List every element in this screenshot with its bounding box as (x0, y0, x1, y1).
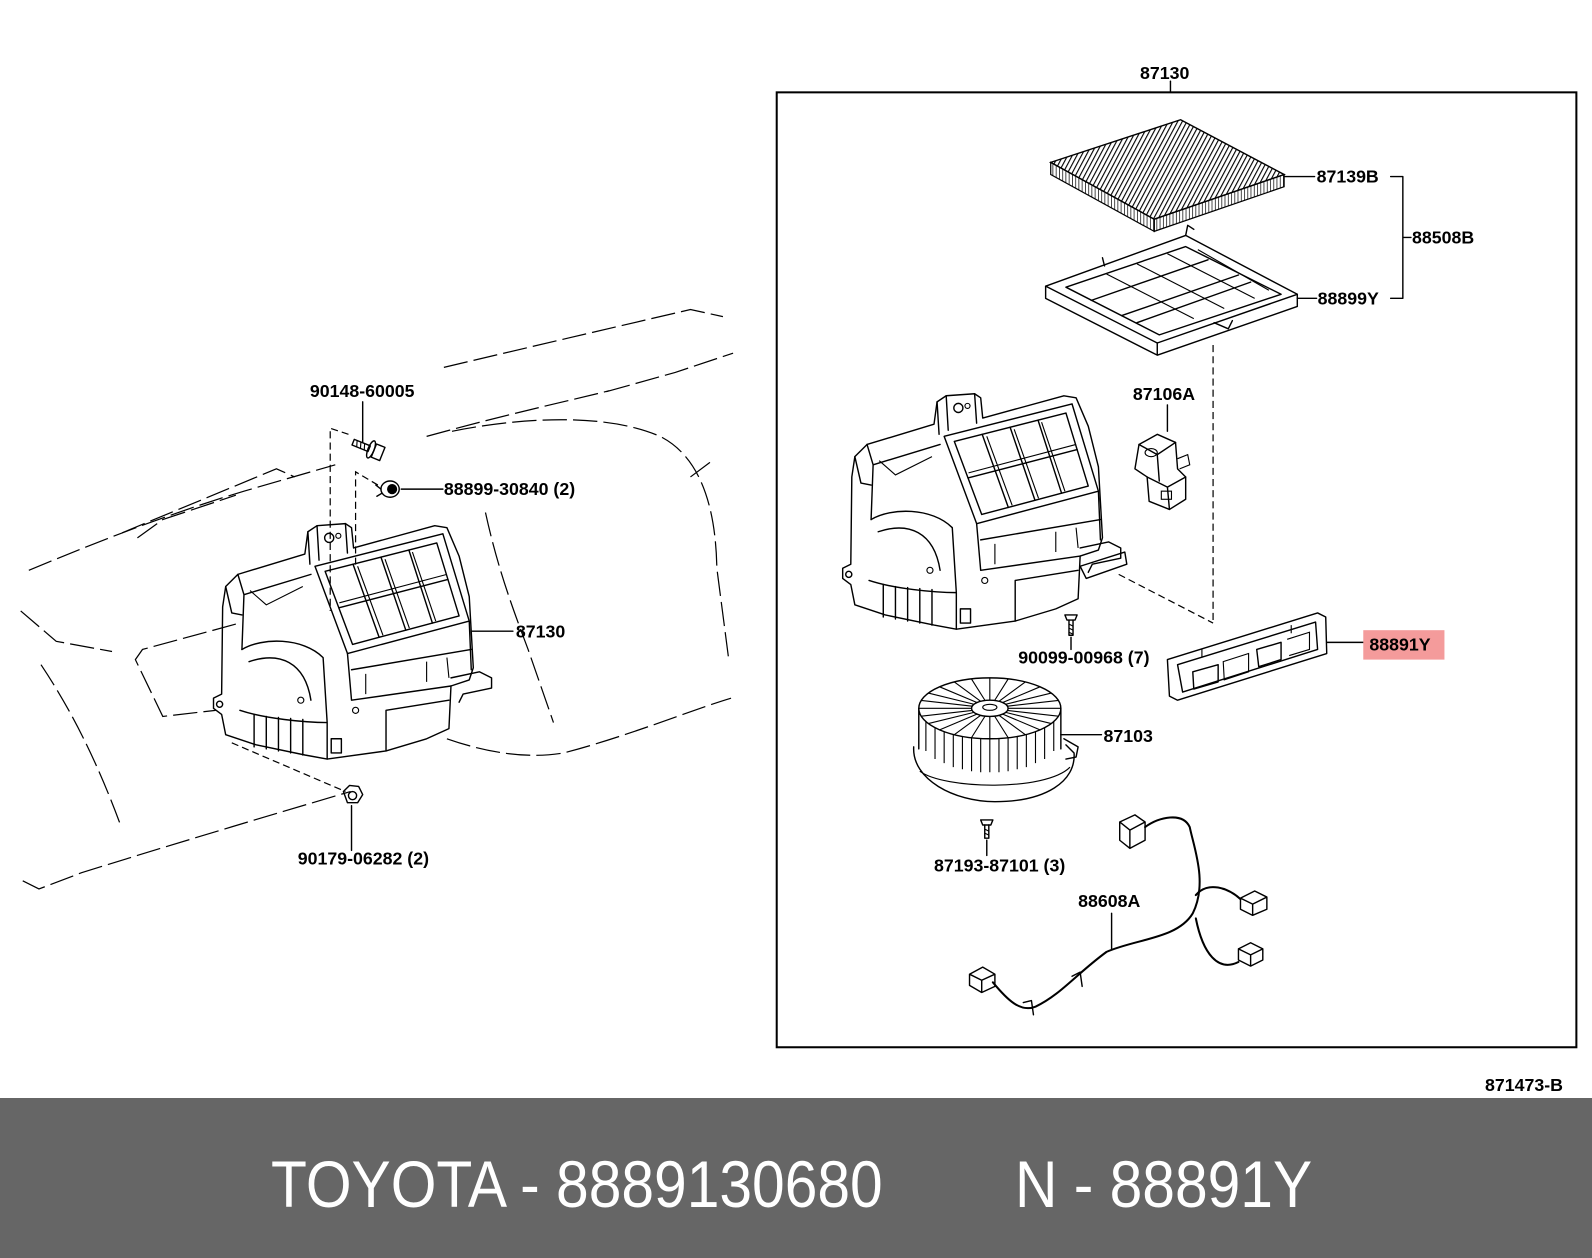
label-assembly: 87130 (1140, 63, 1189, 83)
blower-unit-installed (212, 522, 493, 760)
label-blower-unit: 87130 (516, 621, 565, 641)
exploded-view-frame (775, 91, 1578, 1049)
parts-diagram: 90148-60005 88899-30840 (2) 87130 90179-… (20, 63, 1578, 1095)
cabin-filter (1048, 118, 1286, 233)
leader-lines-exploded (986, 80, 1412, 950)
label-nut: 90179-06282 (2) (298, 849, 429, 869)
leader-lines-installed (350, 401, 514, 852)
nut (342, 784, 364, 804)
footer-part-number: TOYOTA - 8889130680 (271, 1147, 883, 1221)
guide-lines-installed (231, 427, 379, 793)
label-wire-harness: 88608A (1078, 891, 1140, 911)
label-motor-screw: 87193-87101 (3) (934, 856, 1065, 876)
label-filter-set: 88508B (1412, 228, 1474, 248)
label-servo-motor: 87106A (1133, 384, 1195, 404)
highlight-box (1363, 630, 1445, 660)
motor-screw (979, 819, 994, 839)
blower-housing (841, 393, 1122, 630)
dashboard-outline (20, 308, 734, 890)
housing-screw (1064, 614, 1078, 636)
label-clip: 88899-30840 (2) (444, 479, 575, 499)
footer-bar: TOYOTA - 8889130680 N - 88891Y (0, 1098, 1592, 1258)
guide-lines-exploded (1118, 345, 1214, 624)
housing-bracket (1079, 551, 1128, 580)
wire-harness (968, 814, 1268, 1016)
label-blower-motor: 87103 (1103, 726, 1152, 746)
bolt (351, 438, 386, 462)
blower-motor (912, 677, 1079, 803)
footer-oem-code: N - 88891Y (1015, 1147, 1313, 1221)
diagram-reference-code: 871473-B (1485, 1075, 1563, 1095)
clip (375, 480, 400, 498)
label-filter-case: 88899Y (1318, 288, 1379, 308)
filter-case (1044, 224, 1299, 356)
label-resistor: 88891Y (1369, 634, 1430, 654)
label-filter-element: 87139B (1317, 167, 1379, 187)
blower-resistor (1166, 612, 1328, 701)
label-bolt: 90148-60005 (310, 381, 415, 401)
label-housing-screw: 90099-00968 (7) (1018, 648, 1149, 668)
servo-actuator (1134, 433, 1191, 511)
